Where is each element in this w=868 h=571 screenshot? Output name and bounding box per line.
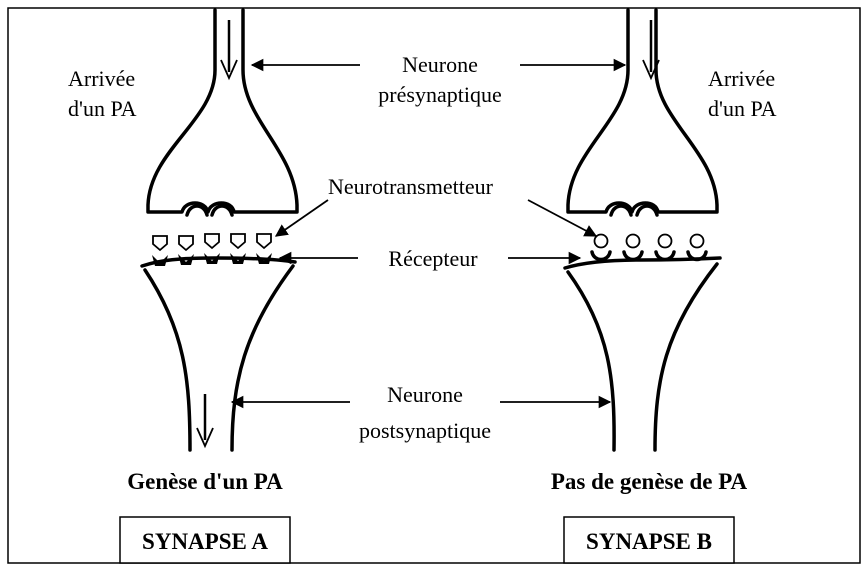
neurotransmitter-mark (659, 235, 672, 248)
neurotransmitter-mark (257, 234, 271, 248)
neurotransmitter-label: Neurotransmetteur (328, 174, 494, 199)
neurotransmitter-mark (205, 234, 219, 248)
receptor-mark (656, 252, 674, 260)
label-line: d'un PA (708, 96, 777, 121)
receptor-label: Récepteur (388, 246, 478, 271)
label-arrows (232, 65, 625, 402)
neurotransmitter-mark (595, 235, 608, 248)
neurotransmitter-mark (627, 235, 640, 248)
genesis-label-b: Pas de genèse de PA (551, 469, 748, 494)
label-line: Neurone (402, 52, 478, 77)
postsynaptic-label: Neurone postsynaptique (359, 382, 491, 443)
synapse-b-title: SYNAPSE B (586, 529, 712, 554)
neurotransmitter-mark (179, 236, 193, 250)
synapse-a-drawing (142, 10, 297, 450)
neurotransmitter-mark (153, 236, 167, 250)
postsynaptic-outline-a (145, 266, 293, 450)
neurotransmitter-mark (231, 234, 245, 248)
presynaptic-outline-b (568, 10, 717, 212)
presynaptic-label: Neurone présynaptique (378, 52, 501, 107)
receptor-mark (592, 252, 610, 260)
genesis-label-a: Genèse d'un PA (127, 469, 283, 494)
presynaptic-outline-a (148, 10, 297, 212)
receptor-mark (688, 252, 706, 260)
arrival-label-left: Arrivée d'un PA (68, 66, 137, 121)
neurotransmitters-b (595, 235, 704, 248)
neurotransmitter-arrow-left (276, 200, 328, 236)
receptor-mark (624, 252, 642, 260)
neurotransmitters-a (153, 234, 271, 250)
arrival-label-right: Arrivée d'un PA (708, 66, 777, 121)
label-line: Arrivée (708, 66, 775, 91)
postsynaptic-outline-b (568, 264, 717, 450)
neurotransmitter-mark (691, 235, 704, 248)
neurotransmitter-arrow-right (528, 200, 596, 236)
label-line: Neurone (387, 382, 463, 407)
label-line: présynaptique (378, 82, 501, 107)
label-line: postsynaptique (359, 418, 491, 443)
label-line: d'un PA (68, 96, 137, 121)
synapse-a-title: SYNAPSE A (142, 529, 268, 554)
label-line: Arrivée (68, 66, 135, 91)
synapse-b-drawing (565, 10, 720, 450)
